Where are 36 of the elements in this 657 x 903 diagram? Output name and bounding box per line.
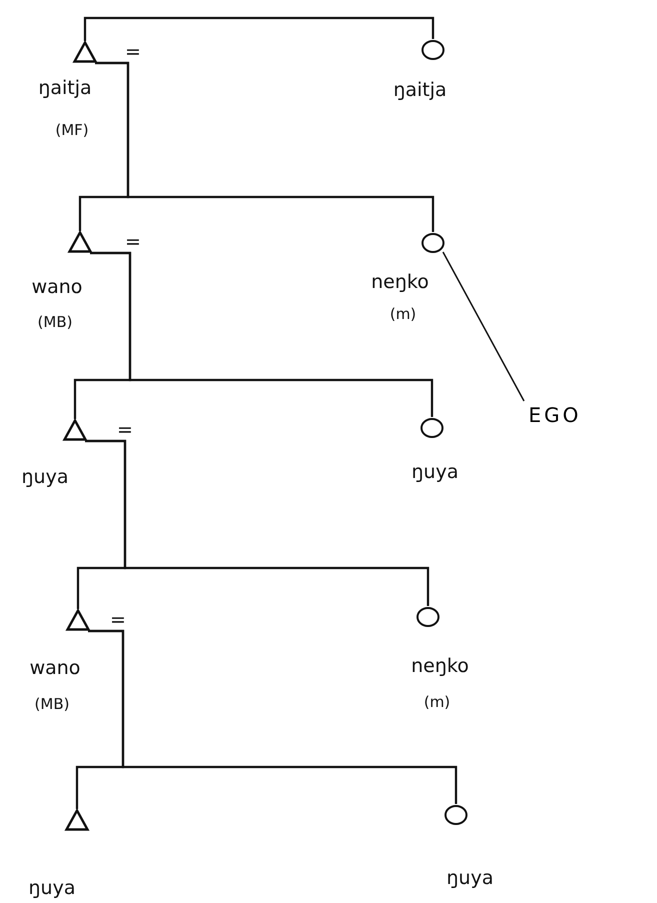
- female-circle: [416, 606, 440, 628]
- kin-term-label: ŋuya: [28, 877, 76, 899]
- marriage-sign: =: [117, 419, 133, 441]
- kin-term-label: ŋaitja: [38, 77, 92, 99]
- male-triangle: [66, 609, 90, 631]
- ego-label: EGO: [516, 401, 594, 429]
- kinship-line: [84, 16, 434, 41]
- kin-term-label: (MB): [38, 313, 72, 331]
- male-triangle: [73, 41, 97, 63]
- male-triangle: [68, 231, 92, 253]
- kinship-line: [90, 252, 434, 417]
- marriage-sign: =: [125, 231, 141, 253]
- kin-term-label: neŋko: [371, 271, 429, 293]
- kinship-line: [85, 440, 430, 606]
- kin-term-label: (MF): [55, 121, 89, 139]
- leader-line: [442, 252, 525, 402]
- female-circle: [421, 39, 445, 61]
- kin-term-label: neŋko: [411, 655, 469, 677]
- female-circle: [444, 804, 468, 826]
- kin-term-label: ŋuya: [22, 466, 68, 488]
- kin-term-label: ŋuya: [446, 867, 494, 889]
- kin-term-label: wano: [30, 657, 80, 679]
- marriage-sign: =: [125, 41, 141, 63]
- kin-term-label: (m): [424, 693, 450, 711]
- kinship-line: [95, 62, 434, 232]
- marriage-sign: =: [110, 609, 126, 631]
- kinship-line: [88, 630, 458, 804]
- male-triangle: [65, 809, 89, 831]
- female-circle: [420, 417, 444, 439]
- kin-term-label: ŋuya: [412, 461, 458, 483]
- female-circle: [421, 232, 445, 254]
- male-triangle: [63, 419, 87, 441]
- kin-term-label: (m): [390, 305, 416, 323]
- kin-term-label: (MB): [34, 695, 70, 713]
- kin-term-label: ŋaitja: [393, 79, 447, 101]
- kin-term-label: wano: [32, 276, 82, 298]
